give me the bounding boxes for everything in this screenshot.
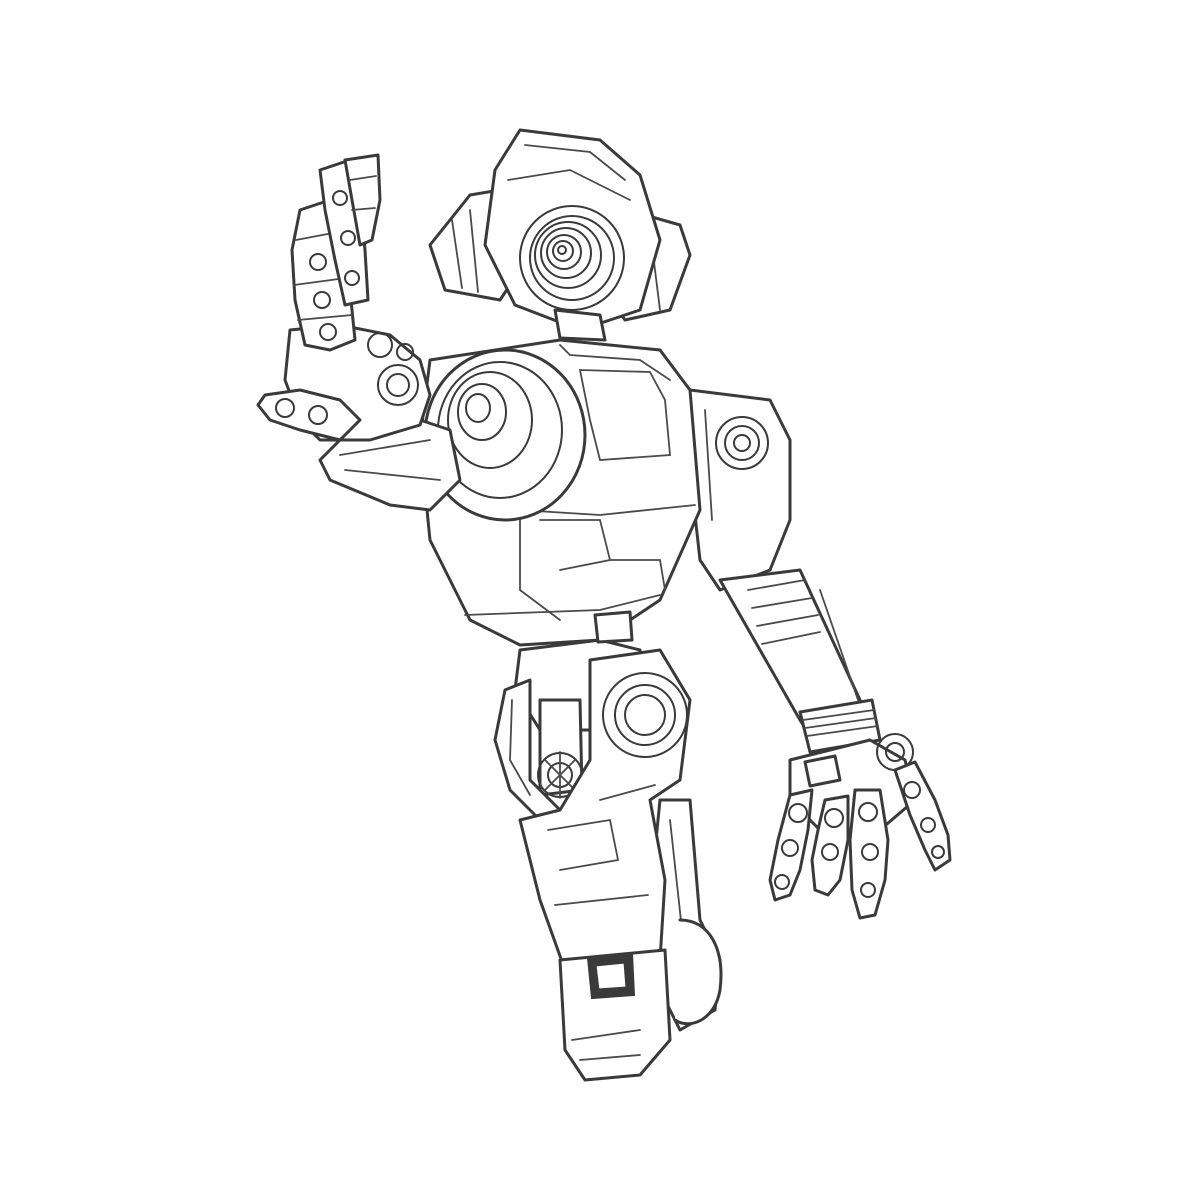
left-hand (256, 153, 432, 442)
robot-head (428, 128, 692, 342)
right-hand (768, 733, 952, 920)
right-wrist (798, 698, 882, 754)
right-shoulder-pad (688, 388, 792, 592)
front-leg (518, 648, 692, 1082)
